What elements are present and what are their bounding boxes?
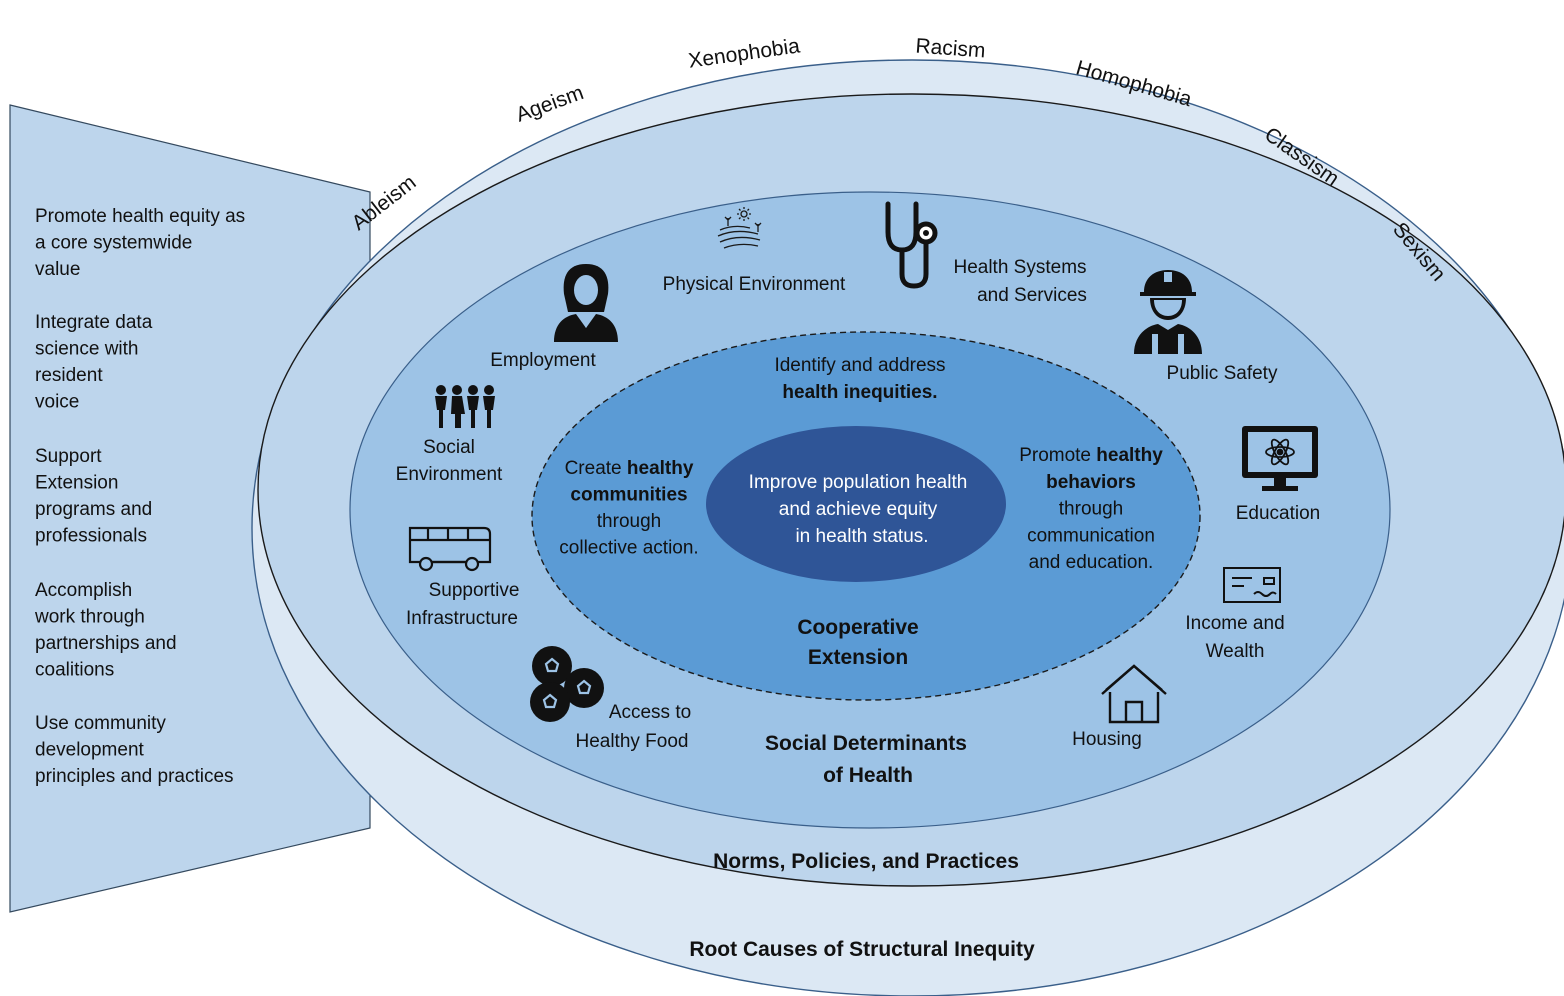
outer-ring-label: Root Causes of Structural Inequity <box>689 938 1035 961</box>
left-panel-item-line: principles and practices <box>35 766 234 787</box>
left-panel-item-line: Use community <box>35 713 166 734</box>
label-food-2: Healthy Food <box>575 731 688 752</box>
bus-icon <box>408 526 492 572</box>
goal-line: and education. <box>1029 552 1154 573</box>
label-infrastructure-2: Infrastructure <box>406 608 518 629</box>
goal-healthy-behaviors: Promote healthy behaviors through communica… <box>1019 445 1163 573</box>
blueberries-icon <box>530 646 604 722</box>
label-social-env-1: Social <box>423 437 475 458</box>
goal-line: through <box>597 511 661 532</box>
goal-identify-inequities: Identify and address health inequities. <box>774 355 945 403</box>
goal-line: Identify and address <box>774 355 945 376</box>
norms-ring-label: Norms, Policies, and Practices <box>713 850 1019 873</box>
label-public-safety: Public Safety <box>1167 363 1278 384</box>
left-panel-item-line: voice <box>35 392 79 413</box>
left-panel-item-line: partnerships and <box>35 633 177 654</box>
left-panel-item-line: professionals <box>35 526 147 547</box>
label-social-env-2: Environment <box>396 464 503 485</box>
label-employment: Employment <box>490 350 596 371</box>
sdoh-label-line2: of Health <box>823 764 913 787</box>
core-line2: and achieve equity <box>779 499 938 520</box>
left-panel-item-line: coalitions <box>35 660 114 681</box>
goal-line: health inequities. <box>782 382 937 403</box>
label-physical-environment: Physical Environment <box>663 274 846 295</box>
check-icon <box>1223 567 1281 603</box>
left-panel-item-line: Support <box>35 446 102 467</box>
label-health-systems-1: Health Systems <box>953 257 1086 278</box>
label-income-2: Wealth <box>1206 641 1265 662</box>
label-health-systems-2: and Services <box>977 285 1087 306</box>
left-panel-item-line: science with <box>35 339 139 360</box>
ism-ageism: Ageism <box>513 81 587 127</box>
family-group-icon <box>435 385 495 428</box>
left-panel-item-line: Accomplish <box>35 580 132 601</box>
goal-line: communication <box>1027 525 1155 546</box>
construction-worker-icon <box>1134 270 1202 354</box>
goal-line: collective action. <box>559 538 698 559</box>
label-infrastructure-1: Supportive <box>429 580 520 601</box>
left-panel-item-line: programs and <box>35 499 152 520</box>
left-panel-item-line: resident <box>35 365 103 386</box>
goal-line: communities <box>570 485 687 506</box>
left-panel-wedge <box>9 104 371 913</box>
goal-line: Promote healthy <box>1019 445 1163 466</box>
label-income-1: Income and <box>1185 613 1284 634</box>
ism-racism: Racism <box>915 35 986 63</box>
label-education: Education <box>1236 503 1321 524</box>
goal-line: Create healthy <box>565 458 694 479</box>
core-line3: in health status. <box>795 526 928 547</box>
left-panel-item-line: Promote health equity as <box>35 206 245 227</box>
extension-label-line2: Extension <box>808 646 908 669</box>
left-panel-item-line: Integrate data <box>35 312 153 333</box>
goal-line: behaviors <box>1046 472 1136 493</box>
house-icon <box>1101 664 1167 724</box>
label-food-1: Access to <box>609 702 691 723</box>
left-panel-item-line: work through <box>34 607 145 628</box>
computer-atom-icon <box>1242 426 1318 491</box>
left-panel-item-line: a core systemwide <box>35 233 192 254</box>
left-panel-item-line: Extension <box>35 473 118 494</box>
farm-field-icon <box>717 207 762 249</box>
goal-healthy-communities: Create healthy communities through collecti… <box>559 458 698 559</box>
left-panel-item-line: development <box>35 740 145 761</box>
ism-xenophobia: Xenophobia <box>687 34 802 72</box>
core-line1: Improve population health <box>749 472 968 493</box>
label-housing: Housing <box>1072 729 1142 750</box>
left-panel-item-line: value <box>35 259 80 280</box>
stethoscope-icon <box>885 201 938 289</box>
sdoh-label-line1: Social Determinants <box>765 732 967 755</box>
extension-label-line1: Cooperative <box>797 616 918 639</box>
goal-line: through <box>1059 499 1123 520</box>
core-ellipse <box>706 426 1006 582</box>
businesswoman-icon <box>554 264 618 342</box>
left-panel-list: Promote health equity as a core systemwid… <box>34 206 245 787</box>
